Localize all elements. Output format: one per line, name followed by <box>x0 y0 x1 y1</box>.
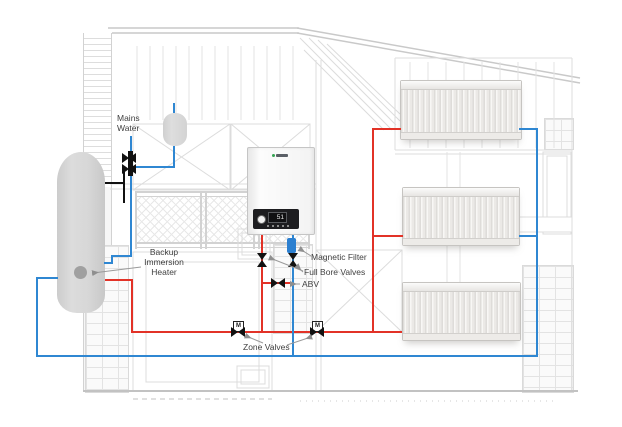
valve-bowtie-upper <box>122 153 136 163</box>
automatic-bypass-valve <box>271 278 285 288</box>
valve-triangle <box>288 260 298 267</box>
zone-valve-1 <box>231 327 245 337</box>
valve-triangle <box>122 164 129 174</box>
radiator-bottom-cap <box>403 238 519 245</box>
radiator-top-cap <box>401 81 521 90</box>
railing-post <box>205 191 207 249</box>
valve-triangle <box>310 327 317 337</box>
expansion-vessel <box>163 113 187 146</box>
valve-triangle <box>257 253 267 260</box>
rafter-fan <box>299 37 401 131</box>
stone-pier-right <box>522 265 574 393</box>
radiator-bottom <box>402 282 521 341</box>
boiler-logo-text-mark <box>276 153 288 157</box>
stone-patch-right-upper <box>544 118 574 150</box>
valve-triangle <box>129 153 136 163</box>
valve-bowtie-lower <box>122 164 136 174</box>
valve-triangle <box>231 327 238 337</box>
valve-triangle <box>257 260 267 267</box>
full-bore-valve-flow <box>257 253 267 267</box>
railing-post <box>135 191 137 249</box>
zone-valve-2 <box>310 327 324 337</box>
railing-bottom-rail-2 <box>135 247 310 248</box>
label-abv: ABV <box>302 279 320 289</box>
radiator-top-cap <box>403 283 520 292</box>
label-backup-immersion-heater: Backup Immersion Heater <box>144 247 184 277</box>
boiler-power-button <box>257 215 266 224</box>
valve-triangle <box>317 327 324 337</box>
railing-post <box>200 191 202 249</box>
boiler-logo-dot <box>272 153 275 157</box>
hot-water-cylinder <box>57 152 105 313</box>
valve-body <box>128 151 133 176</box>
valve-triangle <box>129 164 136 174</box>
leader-lines <box>91 245 313 346</box>
radiator-middle <box>402 187 520 246</box>
boiler-brand-logo <box>272 153 290 157</box>
radiator-top <box>400 80 522 140</box>
label-mains-water: Mains Water <box>117 113 140 133</box>
radiator-top-cap <box>403 188 519 197</box>
flow-pipes-red <box>105 128 403 333</box>
full-bore-valve-return <box>288 253 298 267</box>
immersion-heater-boss <box>74 266 87 279</box>
valve-triangle <box>238 327 245 337</box>
railing-top-rail <box>135 191 310 193</box>
radiator-bottom-cap <box>403 333 520 340</box>
railing-top-rail-2 <box>135 196 310 197</box>
valve-triangle <box>278 278 285 288</box>
valve-triangle <box>288 253 298 260</box>
railing-bottom-rail <box>135 242 310 244</box>
valve-triangle <box>122 153 129 163</box>
radiator-bottom-cap <box>401 132 521 139</box>
mains-water-valve-assembly <box>120 151 141 176</box>
label-full-bore-valves: Full Bore Valves <box>304 267 366 277</box>
boiler-display: 51 <box>268 212 287 223</box>
valve-triangle <box>271 278 278 288</box>
ground-lines <box>83 390 578 402</box>
boiler-panel-buttons <box>267 225 289 227</box>
black-pipes <box>105 172 125 203</box>
boiler-control-panel: 51 <box>253 209 299 229</box>
magnetic-filter <box>287 238 296 253</box>
label-magnetic-filter: Magnetic Filter <box>311 252 367 262</box>
stone-pier-left <box>85 245 129 393</box>
boiler: 51 <box>247 147 315 235</box>
label-zone-valves: Zone Valves <box>243 342 290 352</box>
